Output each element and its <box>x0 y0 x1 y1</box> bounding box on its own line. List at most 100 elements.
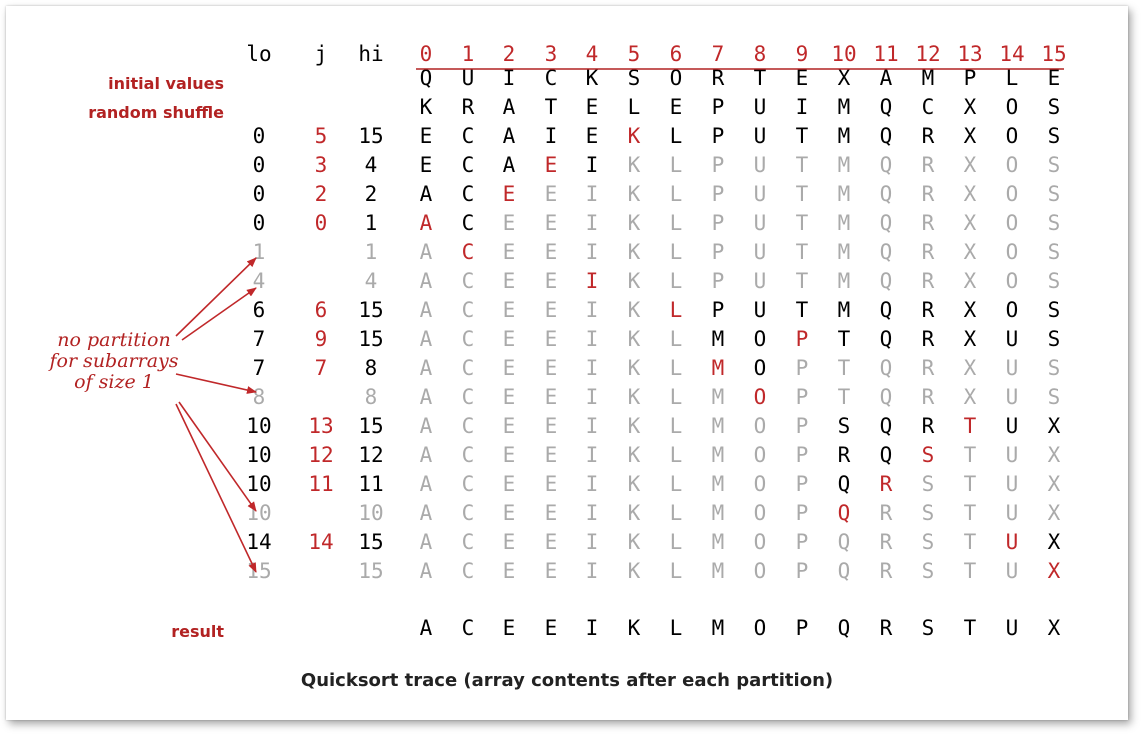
row-10-cell-5: K <box>627 356 641 380</box>
overlay-lines <box>175 68 1064 573</box>
index-header-13: 13 <box>957 42 983 66</box>
row-17-cell-7: M <box>711 559 725 583</box>
row-5-j: 0 <box>314 211 328 235</box>
row-10-cell-10: T <box>837 356 851 380</box>
row-13-cell-3: E <box>544 443 558 467</box>
row-14-cell-0: A <box>419 472 433 496</box>
row-9-cell-3: E <box>544 327 558 351</box>
row-8-cell-9: T <box>795 298 809 322</box>
row-13-cell-2: E <box>502 443 516 467</box>
row-17-cell-10: Q <box>837 559 851 583</box>
row-5-cell-11: Q <box>879 211 893 235</box>
row-16-cell-14: U <box>1005 530 1019 554</box>
row-7-cell-7: P <box>711 269 725 293</box>
row-15-cell-5: K <box>627 501 641 525</box>
row-16-cell-2: E <box>502 530 516 554</box>
row-12-cell-8: O <box>753 414 767 438</box>
row-9-cell-10: T <box>837 327 851 351</box>
row-15-cell-4: I <box>585 501 599 525</box>
row-0-cell-3: C <box>544 66 558 90</box>
row-3-cell-14: O <box>1005 153 1019 177</box>
row-12-cell-7: M <box>711 414 725 438</box>
row-13-cell-8: O <box>753 443 767 467</box>
row-0-cell-12: M <box>921 66 935 90</box>
row-2-cell-12: R <box>921 124 935 148</box>
row-13-cell-13: T <box>963 443 977 467</box>
row-15-cell-10: Q <box>837 501 851 525</box>
header-j: j <box>314 42 328 66</box>
row-17-cell-8: O <box>753 559 767 583</box>
row-18-cell-12: S <box>921 616 935 640</box>
row-13-cell-1: C <box>461 443 475 467</box>
row-18-cell-11: R <box>879 616 893 640</box>
row-3-cell-15: S <box>1047 153 1061 177</box>
row-3-cell-5: K <box>627 153 641 177</box>
row-8-cell-10: M <box>837 298 851 322</box>
row-4-cell-4: I <box>585 182 599 206</box>
row-2-cell-15: S <box>1047 124 1061 148</box>
row-13-cell-9: P <box>795 443 809 467</box>
index-header-1: 1 <box>461 42 475 66</box>
row-18-cell-3: E <box>544 616 558 640</box>
row-3-cell-9: T <box>795 153 809 177</box>
row-8-cell-12: R <box>921 298 935 322</box>
row-14-cell-4: I <box>585 472 599 496</box>
annotation-line-1: no partition <box>57 329 171 351</box>
row-12-cell-2: E <box>502 414 516 438</box>
row-0-cell-14: L <box>1005 66 1019 90</box>
row-4-lo: 0 <box>252 182 266 206</box>
row-2-cell-1: C <box>461 124 475 148</box>
index-header-2: 2 <box>502 42 516 66</box>
row-15-cell-14: U <box>1005 501 1019 525</box>
row-16-cell-12: S <box>921 530 935 554</box>
row-16-cell-3: E <box>544 530 558 554</box>
row-1-cell-2: A <box>502 95 516 119</box>
row-2-cell-6: L <box>669 124 683 148</box>
row-0-cell-11: A <box>879 66 893 90</box>
row-10-hi: 8 <box>364 356 378 380</box>
row-16-cell-7: M <box>711 530 725 554</box>
annotation-line-3: of size 1 <box>74 371 154 393</box>
index-header-7: 7 <box>711 42 725 66</box>
row-2-cell-5: K <box>627 124 641 148</box>
row-9-cell-11: Q <box>879 327 893 351</box>
row-7-cell-4: I <box>585 269 599 293</box>
header-lo: lo <box>246 42 272 66</box>
row-3-cell-12: R <box>921 153 935 177</box>
row-14-cell-13: T <box>963 472 977 496</box>
row-8-cell-3: E <box>544 298 558 322</box>
row-14-cell-9: P <box>795 472 809 496</box>
row-10-cell-6: L <box>669 356 683 380</box>
row-17-cell-15: X <box>1047 559 1061 583</box>
row-14-cell-14: U <box>1005 472 1019 496</box>
row-3-cell-3: E <box>544 153 558 177</box>
row-8-cell-5: K <box>627 298 641 322</box>
row-3-cell-1: C <box>461 153 475 177</box>
row-1-cell-1: R <box>461 95 475 119</box>
row-11-cell-2: E <box>502 385 516 409</box>
row-2-cell-14: O <box>1005 124 1019 148</box>
row-8-cell-0: A <box>419 298 433 322</box>
row-4-cell-1: C <box>461 182 475 206</box>
row-7-cell-3: E <box>544 269 558 293</box>
row-9-cell-13: X <box>963 327 977 351</box>
row-6-cell-4: I <box>585 240 599 264</box>
row-14-cell-5: K <box>627 472 641 496</box>
row-17-cell-14: U <box>1005 559 1019 583</box>
row-7-cell-2: E <box>502 269 516 293</box>
row-5-cell-5: K <box>627 211 641 235</box>
row-7-cell-8: U <box>753 269 767 293</box>
row-18-cell-13: T <box>963 616 977 640</box>
row-12-cell-0: A <box>419 414 433 438</box>
row-4-cell-13: X <box>963 182 977 206</box>
arrow-to-row-15 <box>175 403 257 573</box>
row-16-cell-9: P <box>795 530 809 554</box>
index-header-12: 12 <box>915 42 941 66</box>
row-3-hi: 4 <box>364 153 378 177</box>
row-11-cell-3: E <box>544 385 558 409</box>
row-1-cell-5: L <box>627 95 641 119</box>
row-10-j: 7 <box>314 356 328 380</box>
row-13-j: 12 <box>308 443 334 467</box>
row-6-cell-5: K <box>627 240 641 264</box>
row-0-cell-7: R <box>711 66 725 90</box>
